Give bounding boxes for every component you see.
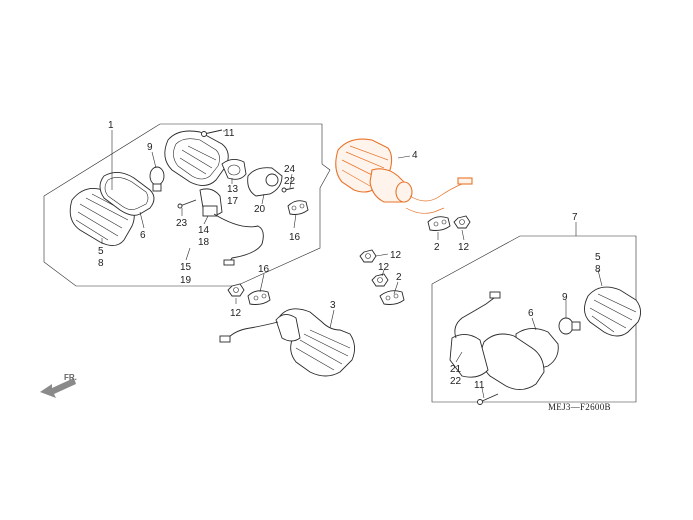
- callout-2[interactable]: 2: [434, 242, 440, 253]
- callout-17[interactable]: 17: [227, 196, 239, 207]
- washer-2-mid[interactable]: [379, 290, 405, 305]
- socket-14-wire[interactable]: [199, 188, 264, 266]
- callout-4[interactable]: 4: [412, 150, 418, 161]
- callout-16-lower[interactable]: 16: [258, 264, 270, 275]
- callout-15[interactable]: 15: [180, 262, 192, 273]
- callout-20[interactable]: 20: [254, 204, 266, 215]
- callout-11[interactable]: 11: [224, 128, 235, 139]
- callout-12-mid-b[interactable]: 12: [378, 262, 390, 273]
- callout-22-right[interactable]: 22: [450, 376, 462, 387]
- callout-12-upper[interactable]: 12: [458, 242, 470, 253]
- washer-16-left[interactable]: [287, 200, 309, 215]
- callout-6[interactable]: 6: [140, 230, 146, 241]
- callout-3[interactable]: 3: [330, 300, 336, 311]
- washer-16-lower[interactable]: [247, 290, 271, 305]
- callout-9-right[interactable]: 9: [562, 292, 568, 303]
- callout-13[interactable]: 13: [227, 184, 239, 195]
- nut-12-upper[interactable]: [453, 215, 471, 229]
- callout-9[interactable]: 9: [147, 142, 153, 153]
- stay-20[interactable]: [247, 167, 283, 197]
- callout-11-right[interactable]: 11: [474, 380, 485, 391]
- screw-11-top[interactable]: [201, 129, 223, 137]
- nut-12-mid-a[interactable]: [359, 249, 377, 263]
- screw-11-right[interactable]: [477, 393, 499, 405]
- grommet-24[interactable]: [281, 187, 295, 193]
- leader-lines: [101, 130, 603, 399]
- nut-12-mid-b[interactable]: [371, 273, 389, 287]
- callout-22[interactable]: 22: [284, 176, 296, 187]
- bulb-right[interactable]: [558, 317, 581, 335]
- callout-21[interactable]: 21: [450, 364, 462, 375]
- bulb-left[interactable]: [149, 166, 165, 192]
- callout-5[interactable]: 5: [98, 246, 104, 257]
- callout-2-mid[interactable]: 2: [396, 272, 402, 283]
- callout-14[interactable]: 14: [198, 225, 210, 236]
- turn-signal-4-highlighted[interactable]: [335, 138, 473, 214]
- callout-18[interactable]: 18: [198, 237, 210, 248]
- front-arrow-icon: FR.: [40, 373, 77, 398]
- front-marker-label: FR.: [64, 373, 77, 382]
- group-1-outline: [43, 123, 331, 287]
- washer-2-upper[interactable]: [427, 216, 451, 231]
- screw-23[interactable]: [179, 199, 197, 207]
- callout-19[interactable]: 19: [180, 275, 192, 286]
- callout-5-right[interactable]: 5: [595, 252, 601, 263]
- callout-12[interactable]: 12: [230, 308, 242, 319]
- housing-left[interactable]: [164, 130, 229, 186]
- callout-7[interactable]: 7: [572, 212, 578, 223]
- callout-24[interactable]: 24: [284, 164, 296, 175]
- housing-right[interactable]: [449, 291, 545, 390]
- callout-16[interactable]: 16: [289, 232, 301, 243]
- callout-23[interactable]: 23: [176, 218, 188, 229]
- callout-6-right[interactable]: 6: [528, 308, 534, 319]
- callout-8[interactable]: 8: [98, 258, 104, 269]
- diagram-code: MEJ3—F2600B: [548, 402, 611, 412]
- turn-signal-3[interactable]: [219, 308, 355, 377]
- lens-right[interactable]: [584, 286, 641, 337]
- callout-12-mid-a[interactable]: 12: [390, 250, 402, 261]
- callout-1[interactable]: 1: [108, 120, 114, 131]
- callout-8-right[interactable]: 8: [595, 264, 601, 275]
- gasket-left[interactable]: [99, 172, 155, 216]
- socket-13[interactable]: [221, 159, 247, 180]
- nut-12-left[interactable]: [227, 283, 245, 297]
